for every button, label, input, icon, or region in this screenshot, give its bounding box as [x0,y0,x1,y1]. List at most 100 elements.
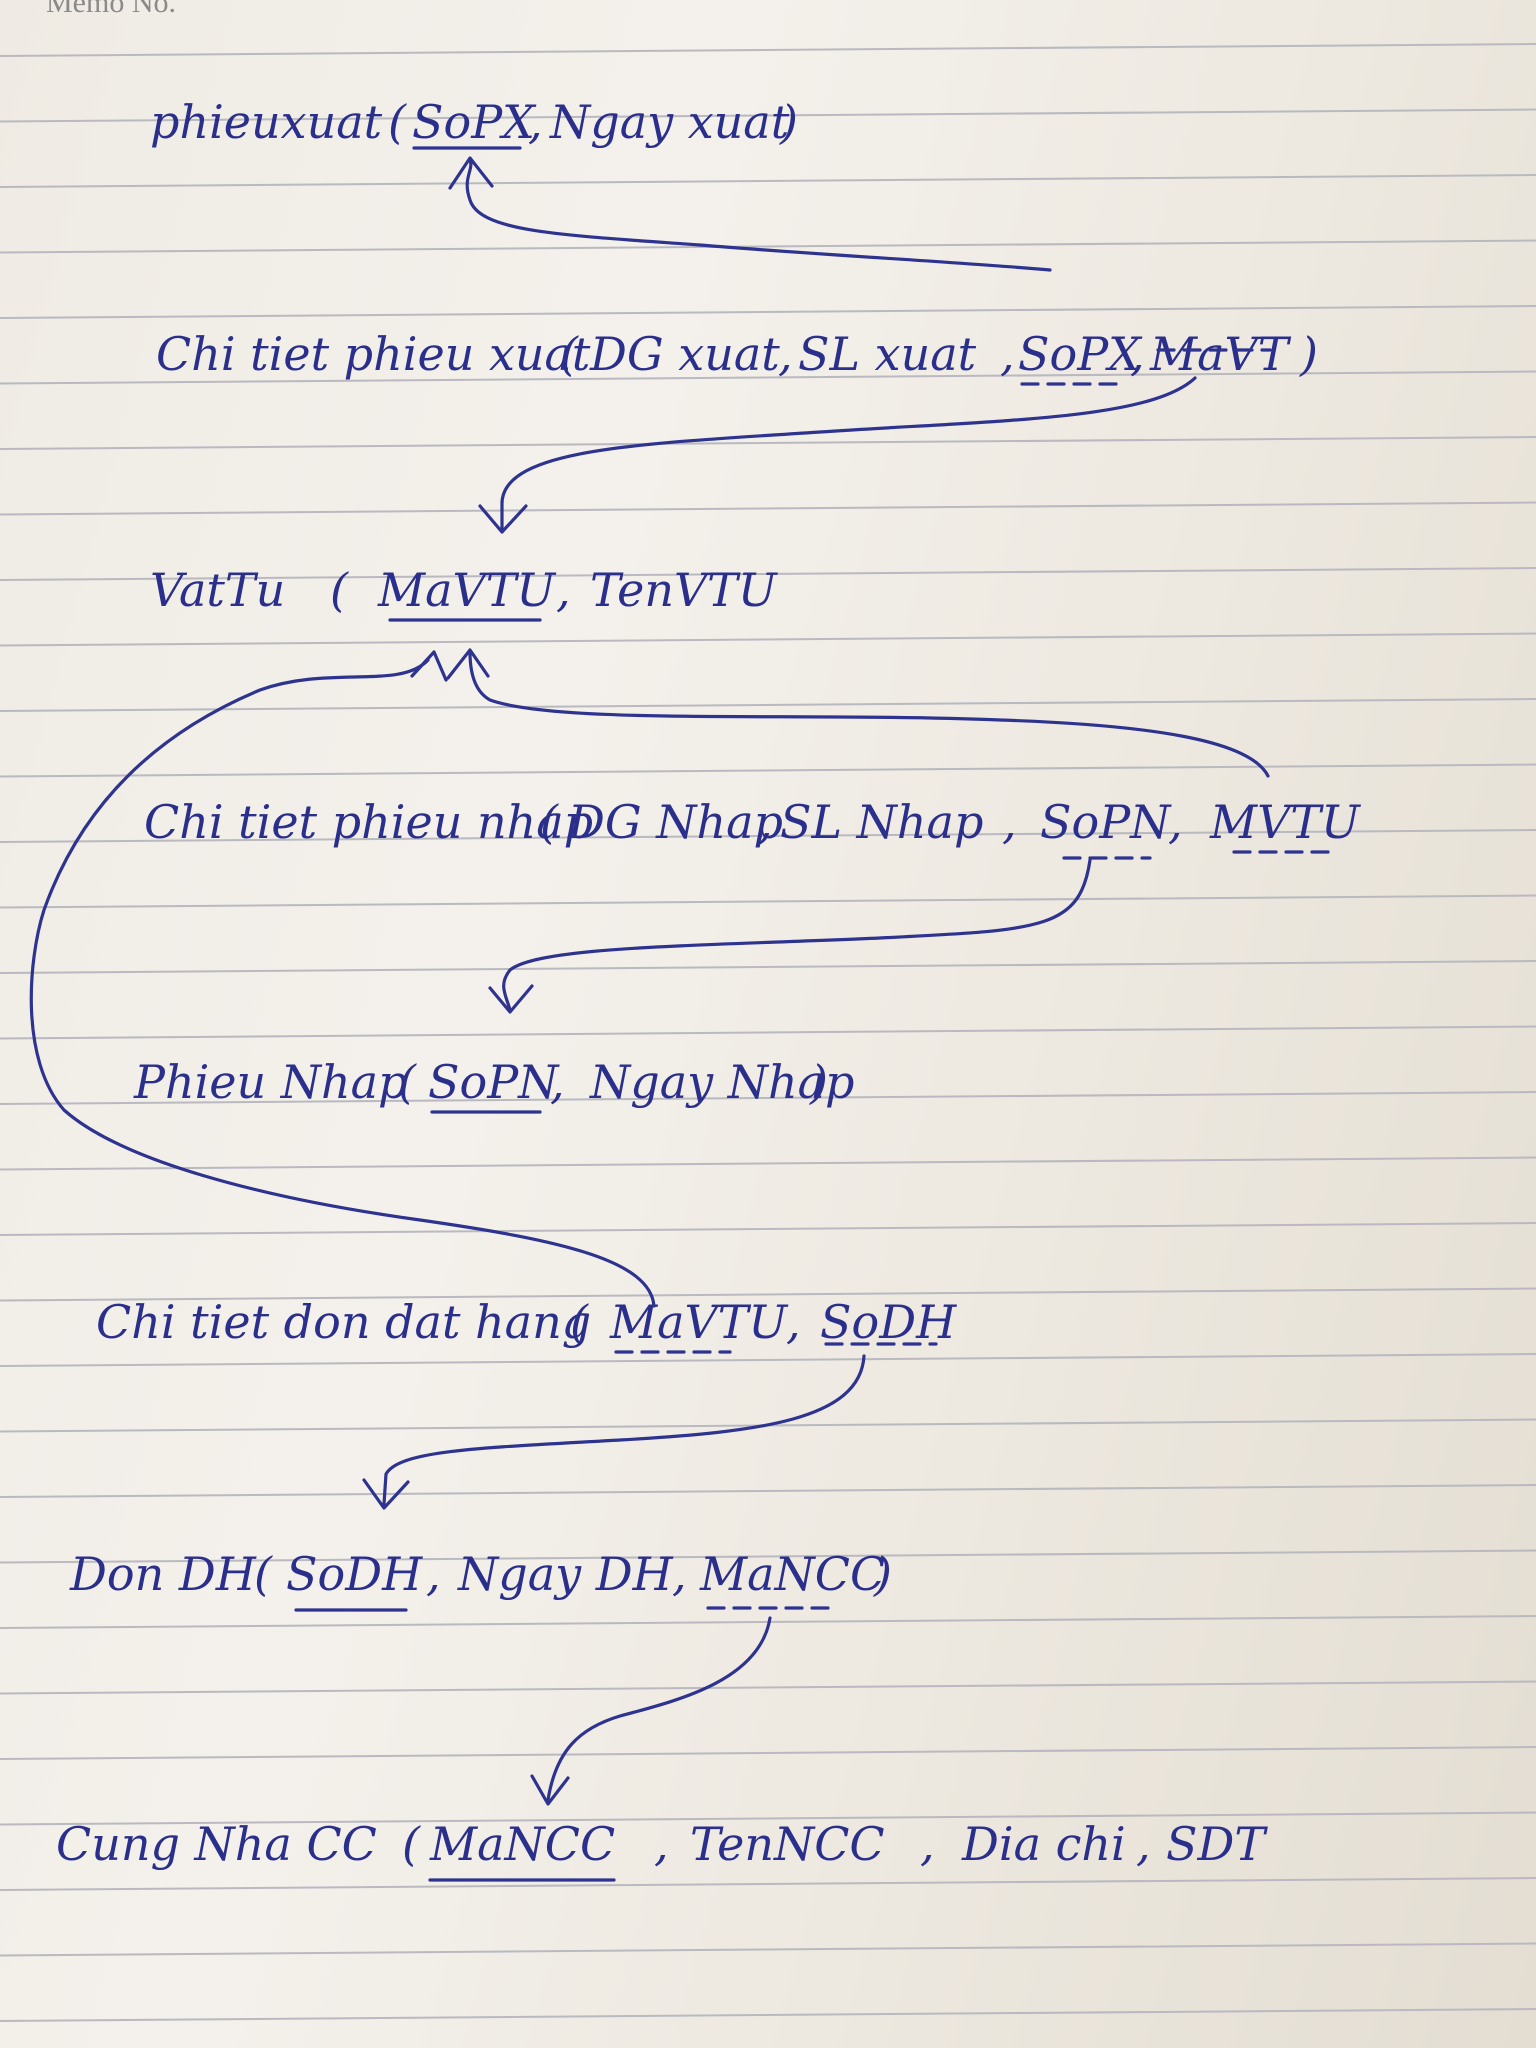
ruled-line [0,1156,1536,1171]
svg-text:,: , [672,1547,687,1601]
attr-foreign-key: SoPX [1018,327,1143,381]
svg-text:,: , [550,1055,565,1109]
attr: TenVTU [590,563,779,617]
arrow-mvtu-to-vattu [468,650,1270,778]
ruled-line [0,829,1536,843]
svg-text:(: ( [388,95,407,149]
attr-foreign-key: MaVTU [609,1295,789,1349]
ruled-line [0,501,1536,516]
svg-text:): ) [873,1547,892,1601]
ruled-line [0,763,1536,778]
attr: Dia chi [961,1817,1126,1871]
svg-text:,: , [778,327,793,381]
svg-text:(: ( [540,795,559,849]
entity-name: VatTu [150,563,285,617]
attr-foreign-key: MVTU [1209,795,1362,849]
ruled-line [0,370,1536,385]
entity-name: Chi tiet phieu xuat [156,327,591,381]
svg-text:,: , [1168,795,1183,849]
arrowhead [446,648,490,680]
svg-text:(: ( [398,1055,417,1109]
svg-text:(: ( [560,327,579,381]
ruled-line [0,632,1536,647]
ruled-line [0,960,1536,974]
attr-primary-key: MaVTU [377,563,557,617]
svg-text:,: , [786,1295,801,1349]
ruled-line [0,239,1536,254]
ruled-line [0,436,1536,450]
attr: Ngay xuat [549,95,790,149]
ruled-lines [0,43,1536,2022]
svg-text:(: ( [570,1295,589,1349]
svg-text:): ) [1299,327,1318,381]
ruled-line [0,1091,1536,1105]
ruled-line [0,1877,1536,1891]
svg-text:): ) [779,95,798,149]
ruled-line [0,567,1536,581]
attr: Ngay DH [457,1547,674,1601]
ruled-line [0,1025,1536,1040]
ruled-line [0,1353,1536,1367]
svg-text:,: , [654,1817,669,1871]
attr: SDT [1166,1817,1268,1871]
ruled-line [0,1746,1536,1760]
arrowhead [410,650,448,682]
entity-name: Phieu Nhap [133,1055,408,1109]
arrowhead [530,1774,570,1806]
entity-name: Don DH [69,1547,257,1601]
ruled-line [0,698,1536,712]
ruled-line [0,1811,1536,1826]
arrowhead [362,1478,410,1510]
svg-text:,: , [556,563,571,617]
arrowhead [478,504,528,534]
ruled-line [0,1680,1536,1695]
svg-text:(: ( [402,1817,421,1871]
memo-number-header: Memo No. [46,0,176,19]
entity-chitietdondathang: Chi tiet don dat hang ( MaVTU , SoDH [96,1295,957,1354]
svg-text:,: , [920,1817,935,1871]
arrow-sopn-to-phieunhap [502,858,1092,1012]
svg-text:(: ( [254,1547,273,1601]
arrowhead [448,156,494,190]
ruled-line [0,1484,1536,1498]
svg-text:,: , [1136,1817,1151,1871]
attr: TenNCC [690,1817,885,1871]
ruled-line [0,305,1536,319]
entity-dondh: Don DH ( SoDH , Ngay DH , MaNCC ) [69,1547,892,1612]
arrow-dondathang-mavtu-to-vattu [29,658,656,1308]
ruled-line [0,43,1536,57]
svg-text:,: , [1130,327,1145,381]
arrow-mavt-to-vattu [500,376,1197,530]
entity-name: Chi tiet don dat hang [96,1295,591,1349]
arrowhead [488,984,534,1014]
svg-text:,: , [528,95,543,149]
entity-vattu: VatTu ( MaVTU , TenVTU [150,563,779,622]
ruled-line [0,1549,1536,1564]
attr-primary-key: SoPX [412,95,537,149]
ruled-line [0,1287,1536,1302]
arrow-mancc-to-nhacungcap [546,1616,772,1802]
entity-phieuxuat: phieuxuat ( SoPX , Ngay xuat ) [150,95,798,150]
attr-primary-key: MaNCC [429,1817,615,1871]
svg-text:,: , [1002,795,1017,849]
ruled-line [0,174,1536,188]
entity-chitietphieunhap: Chi tiet phieu nhap ( DG Nhap , SL Nhap … [144,795,1362,860]
entity-name: Cung Nha CC [56,1817,377,1871]
attr-foreign-key: SoDH [820,1295,957,1349]
entity-chitietphieuxuat: Chi tiet phieu xuat ( DG xuat , SL xuat … [156,327,1318,386]
svg-text:): ) [809,1055,828,1109]
entity-name: phieuxuat [150,95,383,149]
attr-primary-key: SoPN [428,1055,560,1109]
attr-foreign-key: MaNCC [699,1547,885,1601]
ruled-line [0,1222,1536,1236]
attr: DG Nhap [567,795,783,849]
attr: SL xuat [798,327,977,381]
arrow-sodh-to-dondh [382,1354,866,1506]
entity-phieunhap: Phieu Nhap ( SoPN , Ngay Nhap ) [133,1055,854,1114]
entity-nhacungcap: Cung Nha CC ( MaNCC , TenNCC , Dia chi ,… [56,1817,1268,1882]
ruled-line [0,108,1536,123]
ruled-line [0,2008,1536,2022]
ruled-line [0,894,1536,909]
